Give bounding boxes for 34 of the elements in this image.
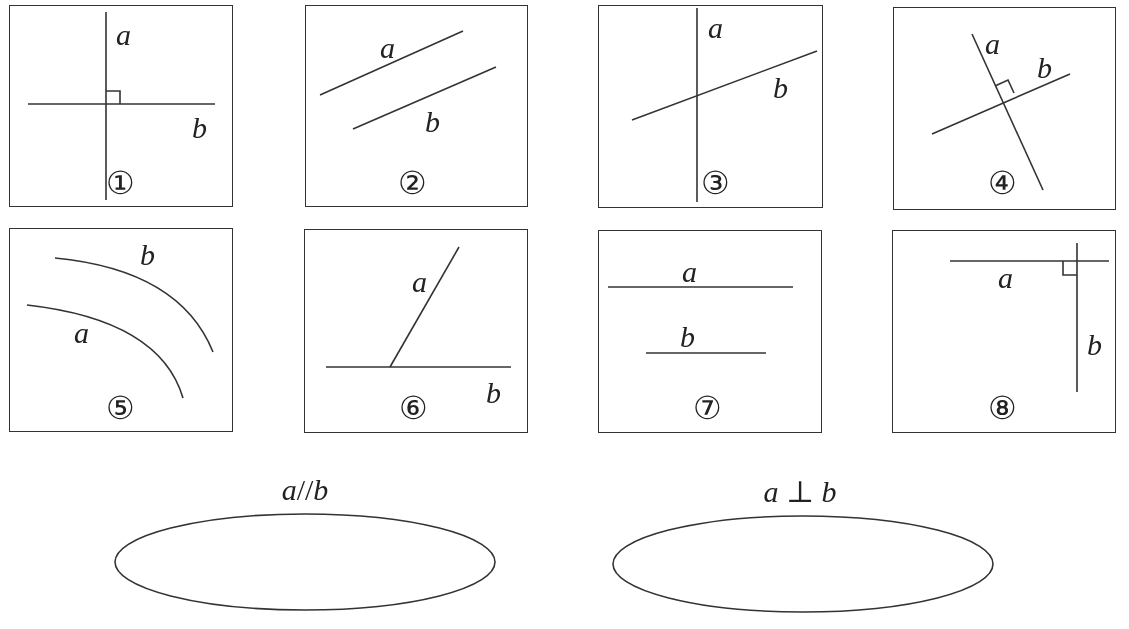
- line-label: b: [1087, 329, 1102, 360]
- figure-box: [9, 5, 233, 207]
- line-label: b: [486, 377, 501, 408]
- line-label: b: [140, 239, 155, 270]
- line-label: a: [116, 19, 131, 50]
- figure-number: ⑧: [988, 391, 1017, 424]
- category-label: a ⊥ b: [763, 477, 837, 507]
- line-label: b: [680, 321, 695, 352]
- line-label: a: [998, 262, 1013, 293]
- figure-box: [892, 230, 1116, 433]
- figure-number: ②: [398, 166, 427, 199]
- figure-number: ③: [701, 166, 730, 199]
- line-label: a: [985, 28, 1000, 59]
- line-label: b: [1037, 52, 1052, 83]
- figure-box: [598, 230, 822, 433]
- line-label: a: [74, 317, 89, 348]
- category-label: a//b: [281, 475, 329, 505]
- figure-box: [305, 5, 528, 207]
- line-label: a: [708, 12, 723, 43]
- line-label: b: [425, 106, 440, 137]
- figure-box: [893, 7, 1116, 210]
- figure-number: ⑤: [106, 391, 135, 424]
- figure-number: ①: [106, 166, 135, 199]
- line-label: b: [192, 112, 207, 143]
- line-label: a: [412, 266, 427, 297]
- figure-number: ⑦: [693, 391, 722, 424]
- figure-box: [304, 229, 528, 433]
- line-label: b: [773, 72, 788, 103]
- figure-box: [598, 5, 823, 208]
- figure-number: ④: [988, 166, 1017, 199]
- figure-number: ⑥: [399, 391, 428, 424]
- line-label: a: [380, 32, 395, 63]
- figure-box: [9, 228, 233, 432]
- line-label: a: [682, 256, 697, 287]
